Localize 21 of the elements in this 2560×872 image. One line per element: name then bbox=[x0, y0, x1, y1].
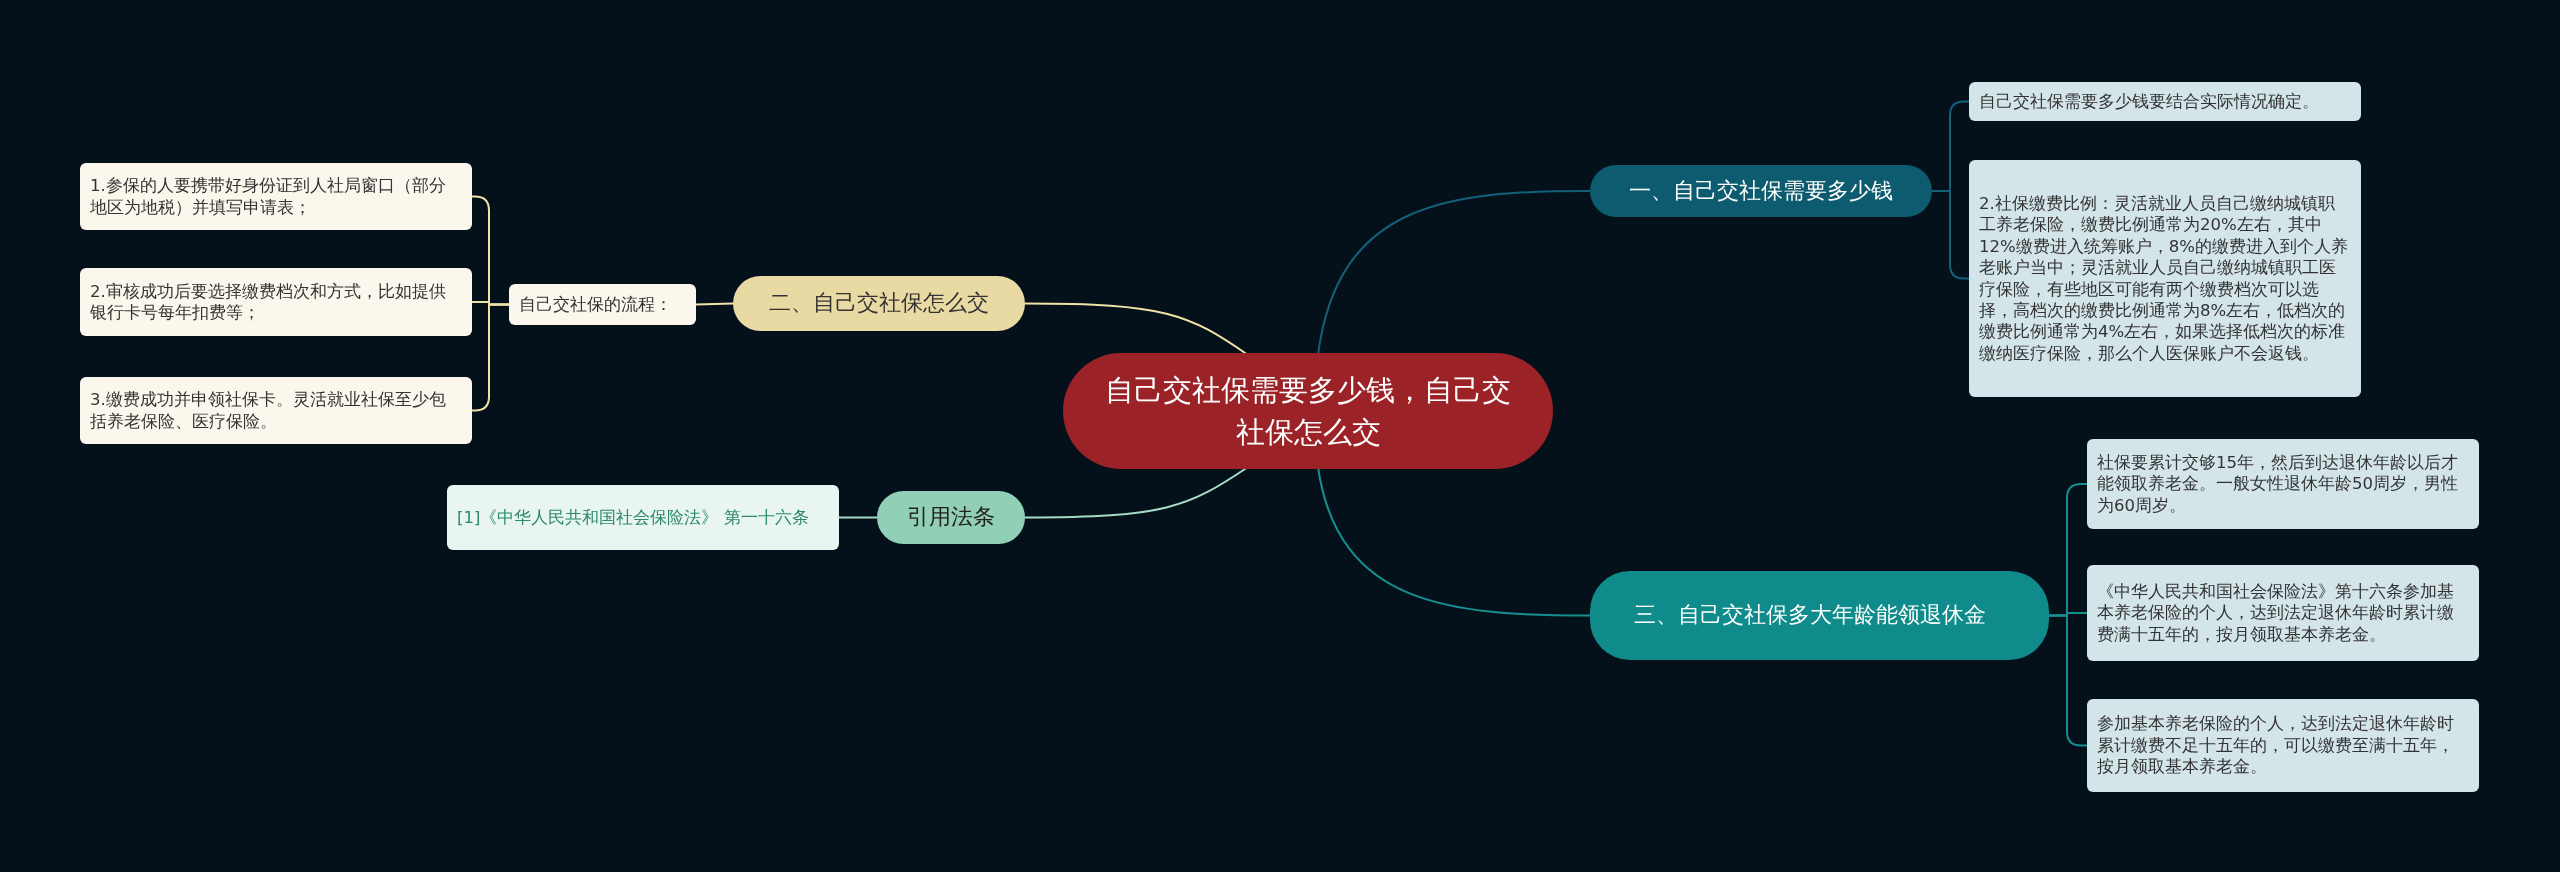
note-box: 社保要累计交够15年，然后到达退休年龄以后才能领取养老金。一般女性退休年龄50周岁，男性为60周岁。 bbox=[2087, 439, 2479, 529]
connector-line bbox=[1024, 302, 1249, 356]
central-topic: 自己交社保需要多少钱，自己交社保怎么交 bbox=[1063, 353, 1553, 469]
subtopic-box: 自己交社保的流程： bbox=[509, 284, 696, 325]
connector-line bbox=[838, 516, 878, 519]
note-box: 《中华人民共和国社会保险法》第十六条参加基本养老保险的个人，达到法定退休年龄时累计缴费满十五年的，按月领取基本养老金。 bbox=[2087, 565, 2479, 661]
topic-pill: 一、自己交社保需要多少钱 bbox=[1590, 165, 1932, 217]
note-box: 自己交社保需要多少钱要结合实际情况确定。 bbox=[1969, 82, 2361, 121]
note-box: 2.社保缴费比例：灵活就业人员自己缴纳城镇职工养老保险，缴费比例通常为20%左右，其中12%缴费进入统筹账户，8%的缴费进入到个人养老账户当中；灵活就业人员自己缴纳城镇职工医疗保险，有些地区可能有两个缴费档次可以选择，高档次的缴费比例通常为8%左右，低档次的缴费比例通常为4%左右，如果选择低档次的标准缴纳医疗保险，那么个人医保账户不会返钱。 bbox=[1969, 160, 2361, 397]
note-box: 1.参保的人要携带好身份证到人社局窗口（部分地区为地税）并填写申请表； bbox=[80, 163, 472, 230]
note-box: 2.审核成功后要选择缴费档次和方式，比如提供银行卡号每年扣费等； bbox=[80, 268, 472, 336]
note-box: 3.缴费成功并申领社保卡。灵活就业社保至少包括养老保险、医疗保险。 bbox=[80, 377, 472, 444]
connector-line bbox=[695, 302, 734, 306]
topic-pill: 三、自己交社保多大年龄能领退休金 bbox=[1590, 571, 2049, 660]
connector-line bbox=[1024, 466, 1249, 519]
reference-box: [1]《中华人民共和国社会保险法》 第一十六条 bbox=[447, 485, 839, 550]
connector-line bbox=[1317, 190, 1591, 356]
connector-line bbox=[1317, 466, 1591, 617]
topic-pill: 二、自己交社保怎么交 bbox=[733, 276, 1025, 331]
topic-pill: 引用法条 bbox=[877, 491, 1025, 544]
note-box: 参加基本养老保险的个人，达到法定退休年龄时累计缴费不足十五年的，可以缴费至满十五年，按月领取基本养老金。 bbox=[2087, 699, 2479, 792]
